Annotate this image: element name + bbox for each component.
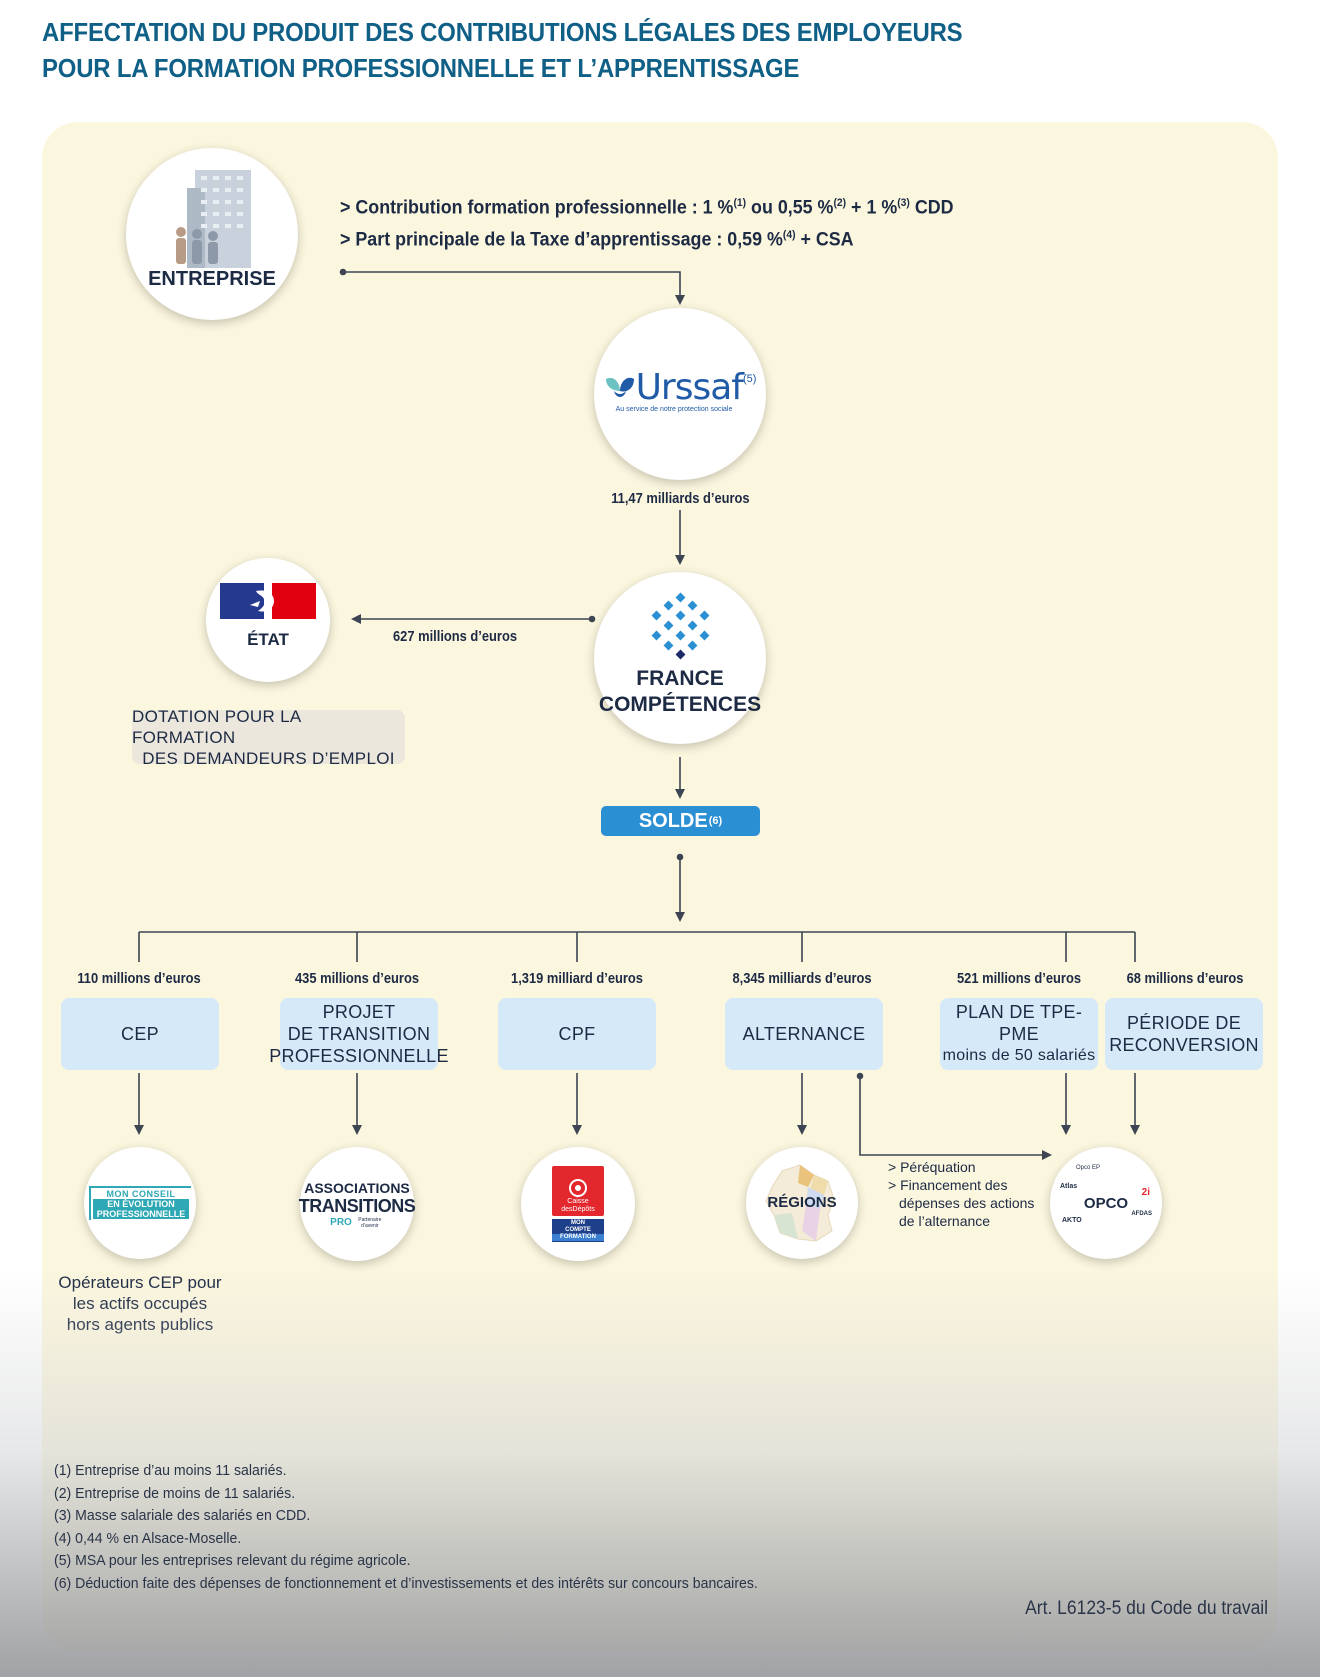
branch-amount-cep: 110 millions d’euros (77, 970, 201, 987)
urssaf-node: Urssaf (5) Au service de notre protectio… (594, 308, 766, 480)
footnote-6: (6) Déduction faite des dépenses de fonc… (54, 1574, 758, 1592)
solde-badge: SOLDE(6) (601, 806, 760, 836)
mon-compte-formation-logo: MON COMPTE FORMATION (552, 1219, 604, 1242)
article-reference: Art. L6123-5 du Code du travail (1025, 1598, 1268, 1619)
opco-node: Opco EP Atlas 2i OPCO AKTO AFDAS (1050, 1147, 1162, 1259)
arrow-alternance-opco (859, 1076, 1052, 1160)
title-line-2: POUR LA FORMATION PROFESSIONNELLE ET L’A… (42, 53, 800, 83)
cdc-logo-node: Caisse desDépôts MON COMPTE FORMATION (521, 1147, 635, 1261)
footnote-3: (3) Masse salariale des salariés en CDD. (54, 1507, 311, 1525)
etat-amount: 627 millions d’euros (392, 628, 518, 645)
entreprise-label: ENTREPRISE (148, 268, 276, 290)
arrow-entreprise-urssaf (343, 271, 685, 305)
box-periode-reconversion: PÉRIODE DE RECONVERSION (1105, 998, 1263, 1070)
footnotes: (1) Entreprise d’au moins 11 salariés. (… (54, 1460, 758, 1596)
regions-label: RÉGIONS (767, 1194, 837, 1211)
box-alternance: ALTERNANCE (725, 998, 883, 1070)
opco-ep-logo: Opco EP (1076, 1165, 1101, 1171)
transitions-label: TRANSITIONS (298, 1195, 416, 1216)
transitions-pro-node: ASSOCIATIONS TRANSITIONS PRO Partenaire … (298, 1147, 416, 1261)
page-title: AFFECTATION DU PRODUIT DES CONTRIBUTIONS… (42, 14, 1054, 86)
operateurs-cep-note: Opérateurs CEP pour les actifs occupés h… (58, 1273, 222, 1334)
footnote-4: (4) 0,44 % en Alsace-Moselle. (54, 1529, 242, 1547)
footnote-1: (1) Entreprise d’au moins 11 salariés. (54, 1462, 287, 1479)
akto-logo: AKTO (1062, 1217, 1082, 1224)
contribution-line-2: > Part principale de la Taxe d’apprentis… (340, 229, 854, 251)
etat-label: ÉTAT (247, 630, 289, 649)
opco-label: OPCO (1083, 1194, 1129, 1212)
marianne-flag-icon (220, 583, 316, 619)
urssaf-note: (5) (742, 373, 757, 385)
building-icon (176, 170, 251, 268)
box-plan-tpe-pme: PLAN DE TPE-PME moins de 50 salariés (940, 998, 1098, 1070)
box-cpf: CPF (498, 998, 656, 1070)
caisse-depots-logo: Caisse desDépôts (552, 1166, 604, 1216)
contribution-line-1: > Contribution formation professionnelle… (340, 197, 954, 219)
box-projet-transition: PROJET DE TRANSITION PROFESSIONNELLE (269, 998, 448, 1070)
france-competences-line-1: FRANCE (636, 667, 724, 690)
pro-label: PRO (330, 1217, 352, 1228)
title-line-1: AFFECTATION DU PRODUIT DES CONTRIBUTIONS… (42, 17, 963, 47)
cdc-emblem-icon (569, 1179, 587, 1197)
urssaf-amount: 11,47 milliards d’euros (611, 490, 750, 507)
france-competences-node: FRANCE COMPÉTENCES (594, 572, 766, 744)
france-competences-logo-icon (651, 592, 710, 660)
branch-amount-reconversion: 68 millions d’euros (1126, 970, 1244, 987)
urssaf-tagline: Au service de notre protection sociale (615, 406, 733, 413)
urssaf-logo-icon (605, 377, 634, 397)
opco-2i-logo: 2i (1141, 1187, 1150, 1198)
branch-amount-tpe-pme: 521 millions d’euros (956, 970, 1082, 987)
entreprise-node: ENTREPRISE (126, 148, 298, 320)
associations-label: ASSOCIATIONS (304, 1179, 410, 1196)
branch-amount-cpf: 1,319 milliard d’euros (511, 970, 643, 987)
dotation-label: DOTATION POUR LA FORMATION DES DEMANDEUR… (132, 707, 405, 768)
partenaire-label: Partenaire d’avenir (358, 1216, 382, 1229)
urssaf-name: Urssaf (635, 367, 744, 408)
perequation-note: > Péréquation > Financement des dépenses… (888, 1159, 1035, 1229)
mon-conseil-logo: MON CONSEIL EN ÉVOLUTION PROFESSIONNELLE (89, 1186, 191, 1220)
branch-amount-transition: 435 millions d’euros (294, 970, 420, 987)
footnote-5: (5) MSA pour les entreprises relevant du… (54, 1552, 411, 1570)
box-cep: CEP (61, 998, 219, 1070)
branch-amount-alternance: 8,345 milliards d’euros (732, 970, 872, 987)
france-competences-line-2: COMPÉTENCES (598, 693, 762, 716)
cep-logo-node: MON CONSEIL EN ÉVOLUTION PROFESSIONNELLE (84, 1147, 196, 1259)
afdas-logo: AFDAS (1131, 1211, 1152, 1217)
etat-node: ÉTAT (206, 558, 330, 682)
footnote-2: (2) Entreprise de moins de 11 salariés. (54, 1484, 296, 1502)
atlas-logo: Atlas (1060, 1183, 1078, 1190)
regions-node: RÉGIONS (746, 1147, 858, 1259)
france-map-icon (765, 1164, 835, 1242)
